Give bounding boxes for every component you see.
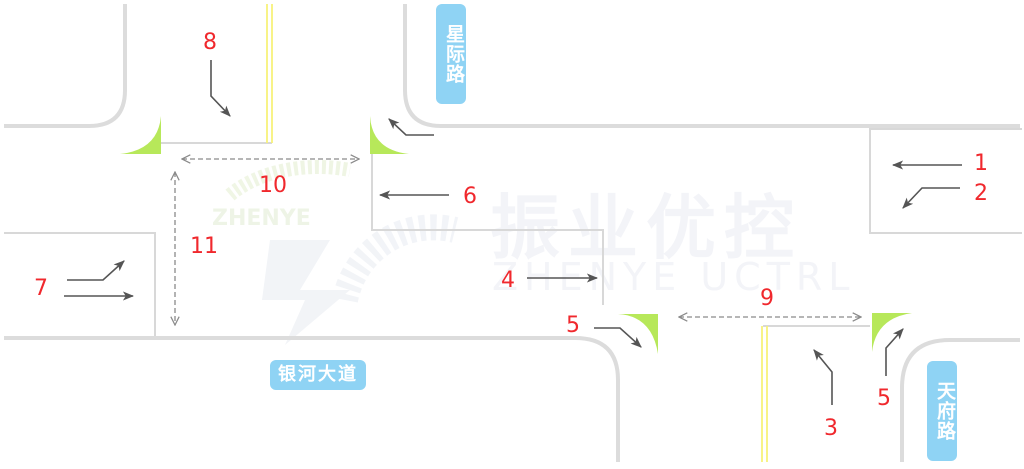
arrow-3 (813, 349, 833, 405)
number-5-west: 5 (566, 313, 580, 338)
road-label-west: 银河大道 (270, 360, 366, 390)
watermark-logo (225, 159, 459, 345)
channelization-islands (120, 116, 912, 354)
center-lines (266, 4, 768, 462)
arrow-5a (594, 327, 642, 348)
curb-southwest (4, 336, 620, 462)
curb-southeast (900, 338, 1020, 462)
watermark-logo-text: ZHENYE (212, 206, 311, 231)
number-1: 1 (974, 151, 988, 176)
watermark-english: ZHENYE UCTRL (492, 255, 855, 299)
number-3: 3 (824, 416, 838, 441)
number-11: 11 (190, 234, 218, 259)
watermark: ZHENYE 振业优控 ZHENYE UCTRL (212, 159, 855, 345)
curb-northwest (4, 4, 127, 128)
lane-line-center (371, 143, 604, 305)
watermark-chinese: 振业优控 (490, 187, 802, 269)
number-10: 10 (259, 173, 287, 198)
lane-box-east (869, 128, 1022, 234)
island-northwest (120, 116, 161, 154)
island-north (370, 116, 409, 154)
arrow-8 (210, 60, 231, 117)
movement-numbers: 1 2 3 4 5 5 6 7 8 9 10 11 (34, 30, 988, 441)
island-center (618, 314, 658, 354)
arrow-north-right (388, 118, 434, 136)
number-8: 8 (203, 30, 217, 55)
number-2: 2 (974, 181, 988, 206)
stop-lines (4, 128, 1022, 336)
road-label-south: 天府路 (927, 361, 957, 461)
road-edges (4, 4, 1020, 462)
arrow-5b (885, 328, 904, 376)
number-4: 4 (501, 268, 515, 293)
road-label-north: 星际路 (436, 4, 466, 104)
arrow-7-left (67, 260, 125, 281)
number-6: 6 (463, 184, 477, 209)
lane-box-west (4, 232, 156, 336)
island-southeast (872, 313, 912, 352)
pedestrian-crossings (175, 159, 861, 325)
movement-arrows (64, 60, 962, 405)
curb-northeast (403, 4, 1020, 128)
number-7: 7 (34, 276, 48, 301)
number-9: 9 (760, 286, 774, 311)
arrow-2 (902, 187, 960, 209)
number-5-south: 5 (877, 386, 891, 411)
